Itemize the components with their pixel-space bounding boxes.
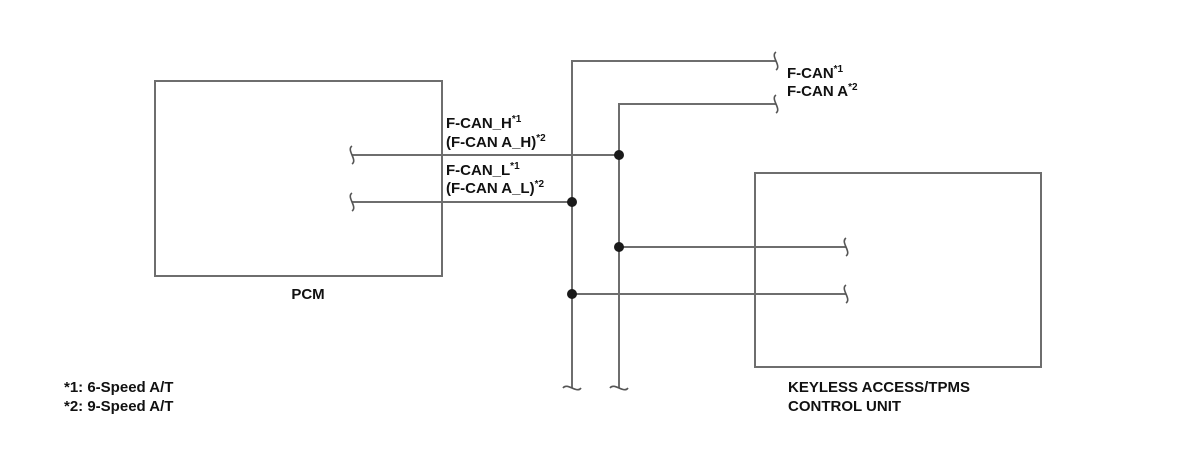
can-l-label: F-CAN_L*1 — [446, 161, 520, 179]
break-symbol-fcan-a-top — [773, 94, 779, 114]
break-symbol-keyless-upper — [843, 237, 849, 257]
keyless-unit-label-line1: KEYLESS ACCESS/TPMS — [788, 379, 970, 396]
can-h-label: F-CAN_H*1 — [446, 114, 522, 132]
break-symbol-can-h-pcm — [349, 145, 355, 165]
pcm-label: PCM — [291, 286, 324, 303]
splice-node-keyless-lower — [567, 289, 577, 299]
keyless-unit-box — [754, 172, 1042, 368]
break-symbol-keyless-lower — [843, 284, 849, 304]
footnote-2: *2: 9-Speed A/T — [64, 398, 173, 415]
can-h-alt-label: (F-CAN A_H)*2 — [446, 133, 546, 151]
splice-node-can-l — [567, 197, 577, 207]
fcan-a-bus-label: F-CAN A*2 — [787, 82, 858, 100]
keyless-unit-label-line2: CONTROL UNIT — [788, 398, 901, 415]
break-symbol-fcan-bottom — [562, 385, 582, 391]
fcan-bus-label: F-CAN*1 — [787, 64, 844, 82]
break-symbol-can-l-pcm — [349, 192, 355, 212]
footnote-1: *1: 6-Speed A/T — [64, 379, 173, 396]
splice-node-keyless-upper — [614, 242, 624, 252]
break-symbol-fcan-a-bottom — [609, 385, 629, 391]
can-l-alt-label: (F-CAN A_L)*2 — [446, 179, 544, 197]
pcm-box — [154, 80, 443, 277]
break-symbol-fcan-top — [773, 51, 779, 71]
fcan-bus-line — [571, 60, 776, 388]
splice-node-can-h — [614, 150, 624, 160]
